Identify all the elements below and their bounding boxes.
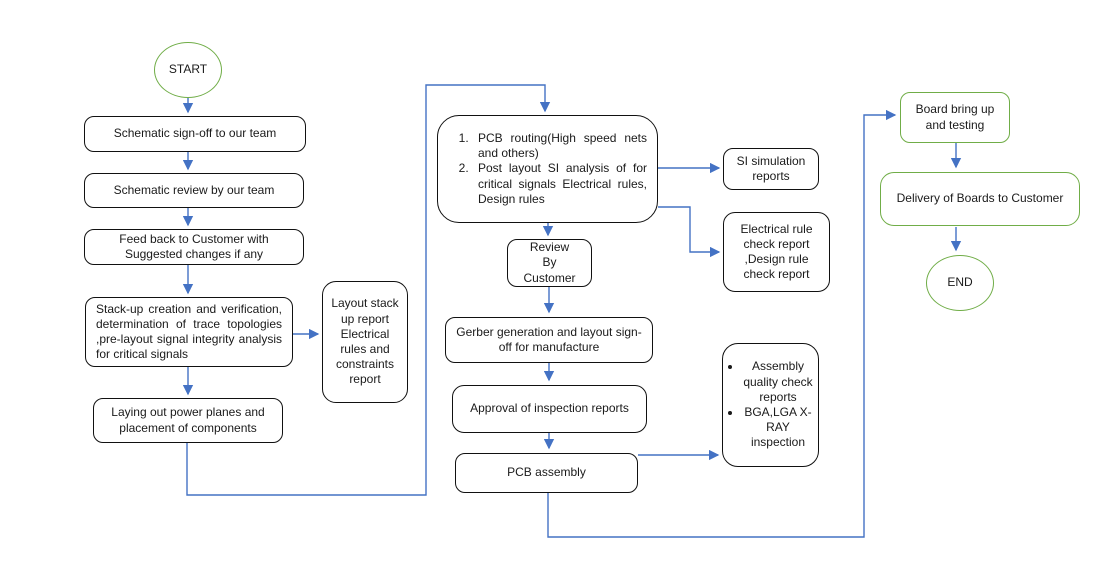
process-schematic-signoff: Schematic sign-off to our team (84, 116, 306, 152)
process-label: Delivery of Boards to Customer (896, 191, 1064, 206)
process-label: Approval of inspection reports (470, 401, 629, 416)
process-label: Feed back to Customer with Suggested cha… (119, 231, 269, 261)
output-rule-check-reports: Electrical rule check report ,Design rul… (723, 212, 830, 292)
process-label: Schematic review by our team (113, 182, 275, 197)
bullet-list: Assembly quality check reports BGA,LGA X… (727, 359, 814, 450)
start-label: START (168, 62, 208, 77)
process-schematic-review: Schematic review by our team (84, 173, 304, 208)
process-label: PCB assembly (507, 465, 586, 480)
output-label: SI simulation reports (736, 153, 806, 183)
list-item: Assembly quality check reports (742, 359, 814, 405)
output-si-simulation-reports: SI simulation reports (723, 148, 819, 190)
list-item: BGA,LGA X-RAY inspection (742, 405, 814, 451)
connector-assembly-to-bringup (547, 109, 897, 538)
process-pcb-routing-si-analysis: PCB routing(High speed nets and others) … (437, 115, 658, 223)
list-item: PCB routing(High speed nets and others) (472, 131, 647, 161)
process-laying-power-planes: Laying out power planes and placement of… (93, 398, 283, 443)
process-label: Board bring up and testing (915, 102, 995, 132)
output-layout-stackup-report: Layout stack up report Electrical rules … (322, 281, 408, 403)
process-board-bringup: Board bring up and testing (900, 92, 1010, 143)
connector-routing-to-rule-check (658, 206, 721, 258)
process-pcb-assembly: PCB assembly (455, 453, 638, 493)
list-item: Post layout SI analysis of for critical … (472, 161, 647, 207)
output-label: Electrical rule check report ,Design rul… (740, 221, 813, 282)
connector-laying-to-routing (186, 84, 551, 496)
numbered-list: PCB routing(High speed nets and others) … (448, 131, 647, 207)
output-assembly-quality-reports: Assembly quality check reports BGA,LGA X… (722, 343, 819, 467)
process-label: Stack-up creation and verification, dete… (96, 301, 282, 362)
process-delivery-to-customer: Delivery of Boards to Customer (880, 172, 1080, 226)
process-review-by-customer: Review By Customer (507, 239, 592, 287)
process-feedback-to-customer: Feed back to Customer with Suggested cha… (84, 229, 304, 265)
process-stackup-creation: Stack-up creation and verification, dete… (85, 297, 293, 367)
end-terminator: END (926, 255, 994, 311)
start-terminator: START (154, 42, 222, 98)
process-label: Laying out power planes and placement of… (111, 405, 265, 435)
process-label: Review By Customer (523, 240, 576, 285)
process-label: Schematic sign-off to our team (113, 126, 277, 141)
process-approval-inspection: Approval of inspection reports (452, 385, 647, 433)
output-label: Layout stack up report Electrical rules … (331, 296, 399, 387)
end-label: END (947, 275, 973, 290)
process-gerber-generation: Gerber generation and layout sign-off fo… (445, 317, 653, 363)
process-label: Gerber generation and layout sign-off fo… (456, 324, 642, 354)
